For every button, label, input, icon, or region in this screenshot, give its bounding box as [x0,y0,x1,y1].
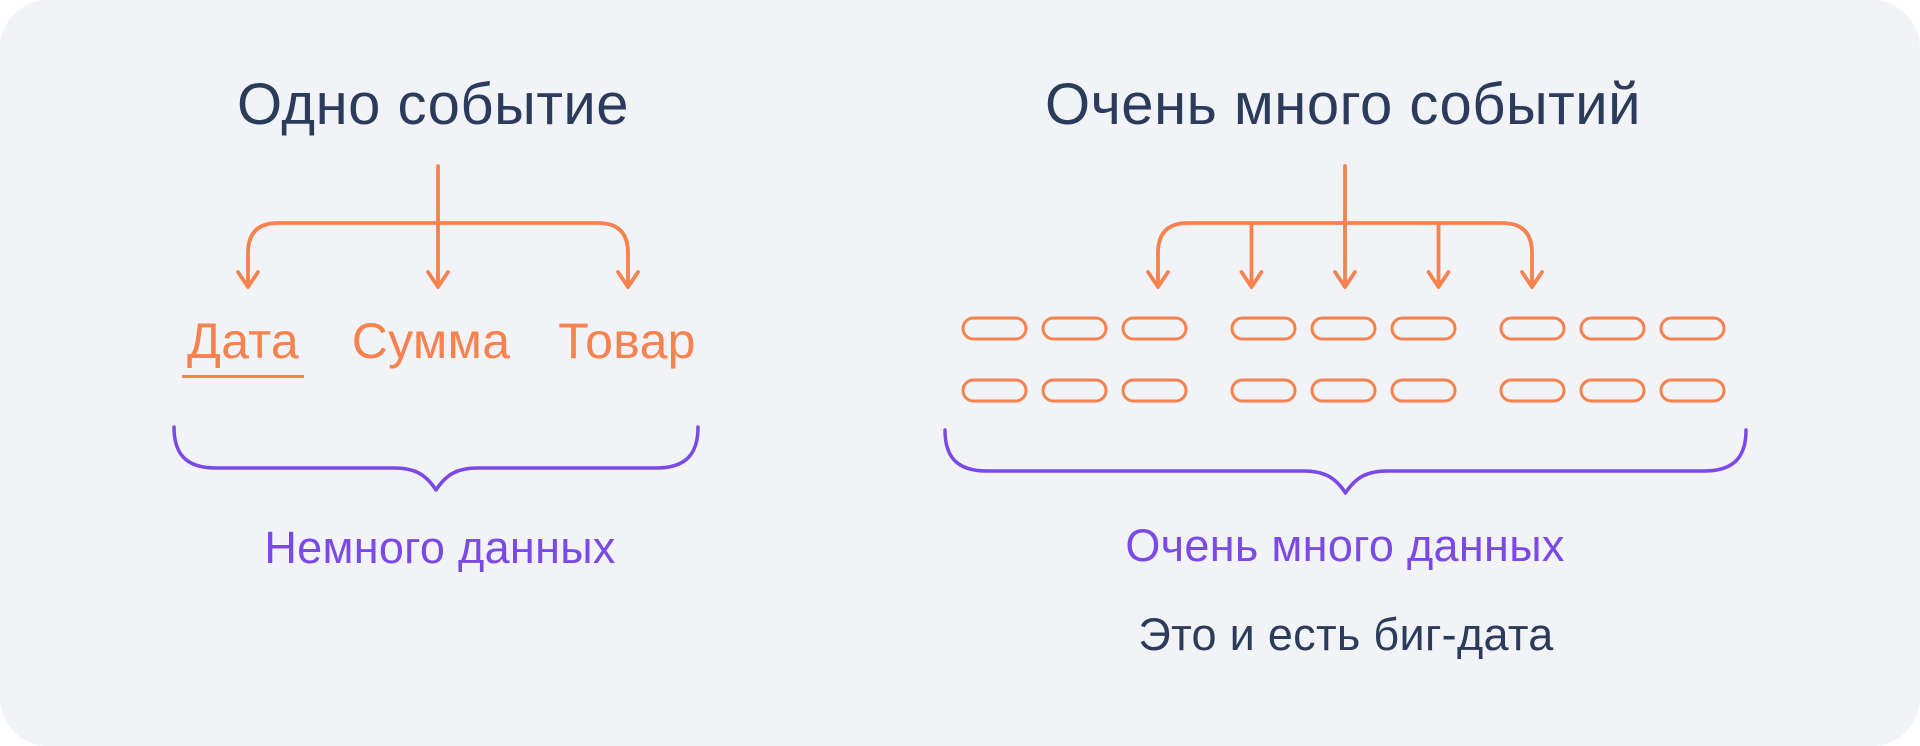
right-note: Это и есть биг-дата [1138,609,1554,660]
right-title: Очень много событий [1044,72,1642,137]
field-label-1: Дата [182,316,304,378]
right-caption: Очень много данных [1125,520,1565,571]
field-label-2: Сумма [351,313,511,369]
field-label-3: Товар [558,313,696,369]
left-title: Одно событие [236,72,630,137]
left-caption: Немного данных [264,522,616,573]
